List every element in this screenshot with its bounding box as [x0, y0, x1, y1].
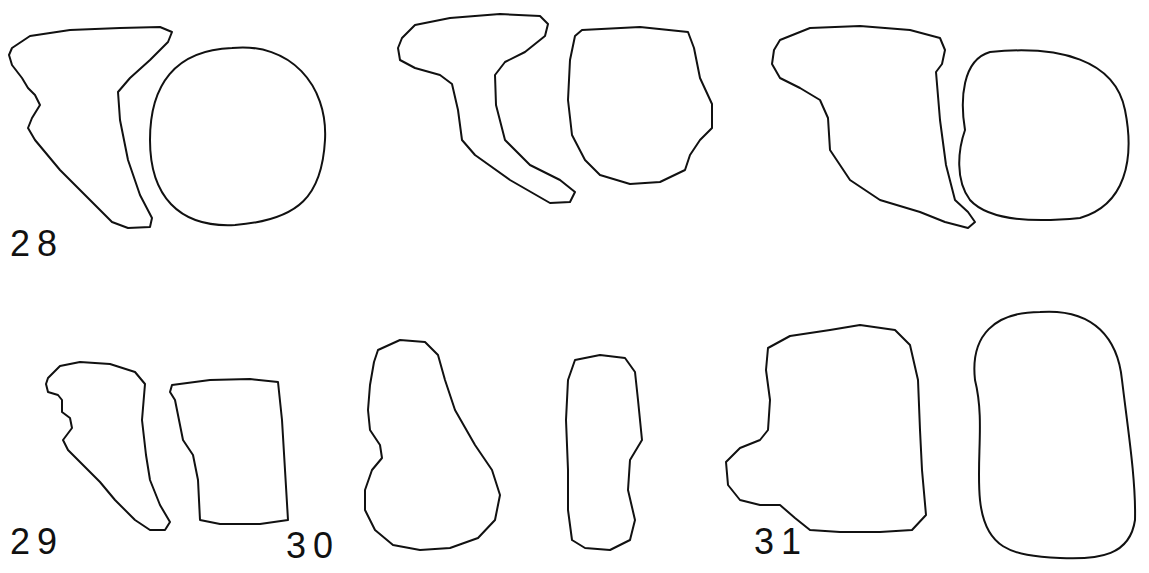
sclerite-outline — [566, 355, 642, 550]
sclerite-outline — [150, 47, 325, 225]
figure-number: 29 — [10, 524, 64, 560]
figure-number: 28 — [10, 226, 64, 262]
sclerite-outline — [9, 27, 172, 228]
sclerite-outline — [959, 50, 1128, 220]
sclerite-outline — [772, 26, 975, 228]
sclerite-outline — [398, 14, 575, 203]
figure-number: 31 — [754, 524, 808, 560]
figure-number: 30 — [286, 528, 340, 564]
sclerite-outline — [974, 312, 1135, 559]
sclerite-outline — [46, 362, 170, 530]
sclerite-outline — [726, 325, 926, 532]
sclerite-outline — [365, 340, 500, 550]
sclerite-outline — [568, 27, 712, 184]
sclerite-outline — [170, 379, 288, 524]
